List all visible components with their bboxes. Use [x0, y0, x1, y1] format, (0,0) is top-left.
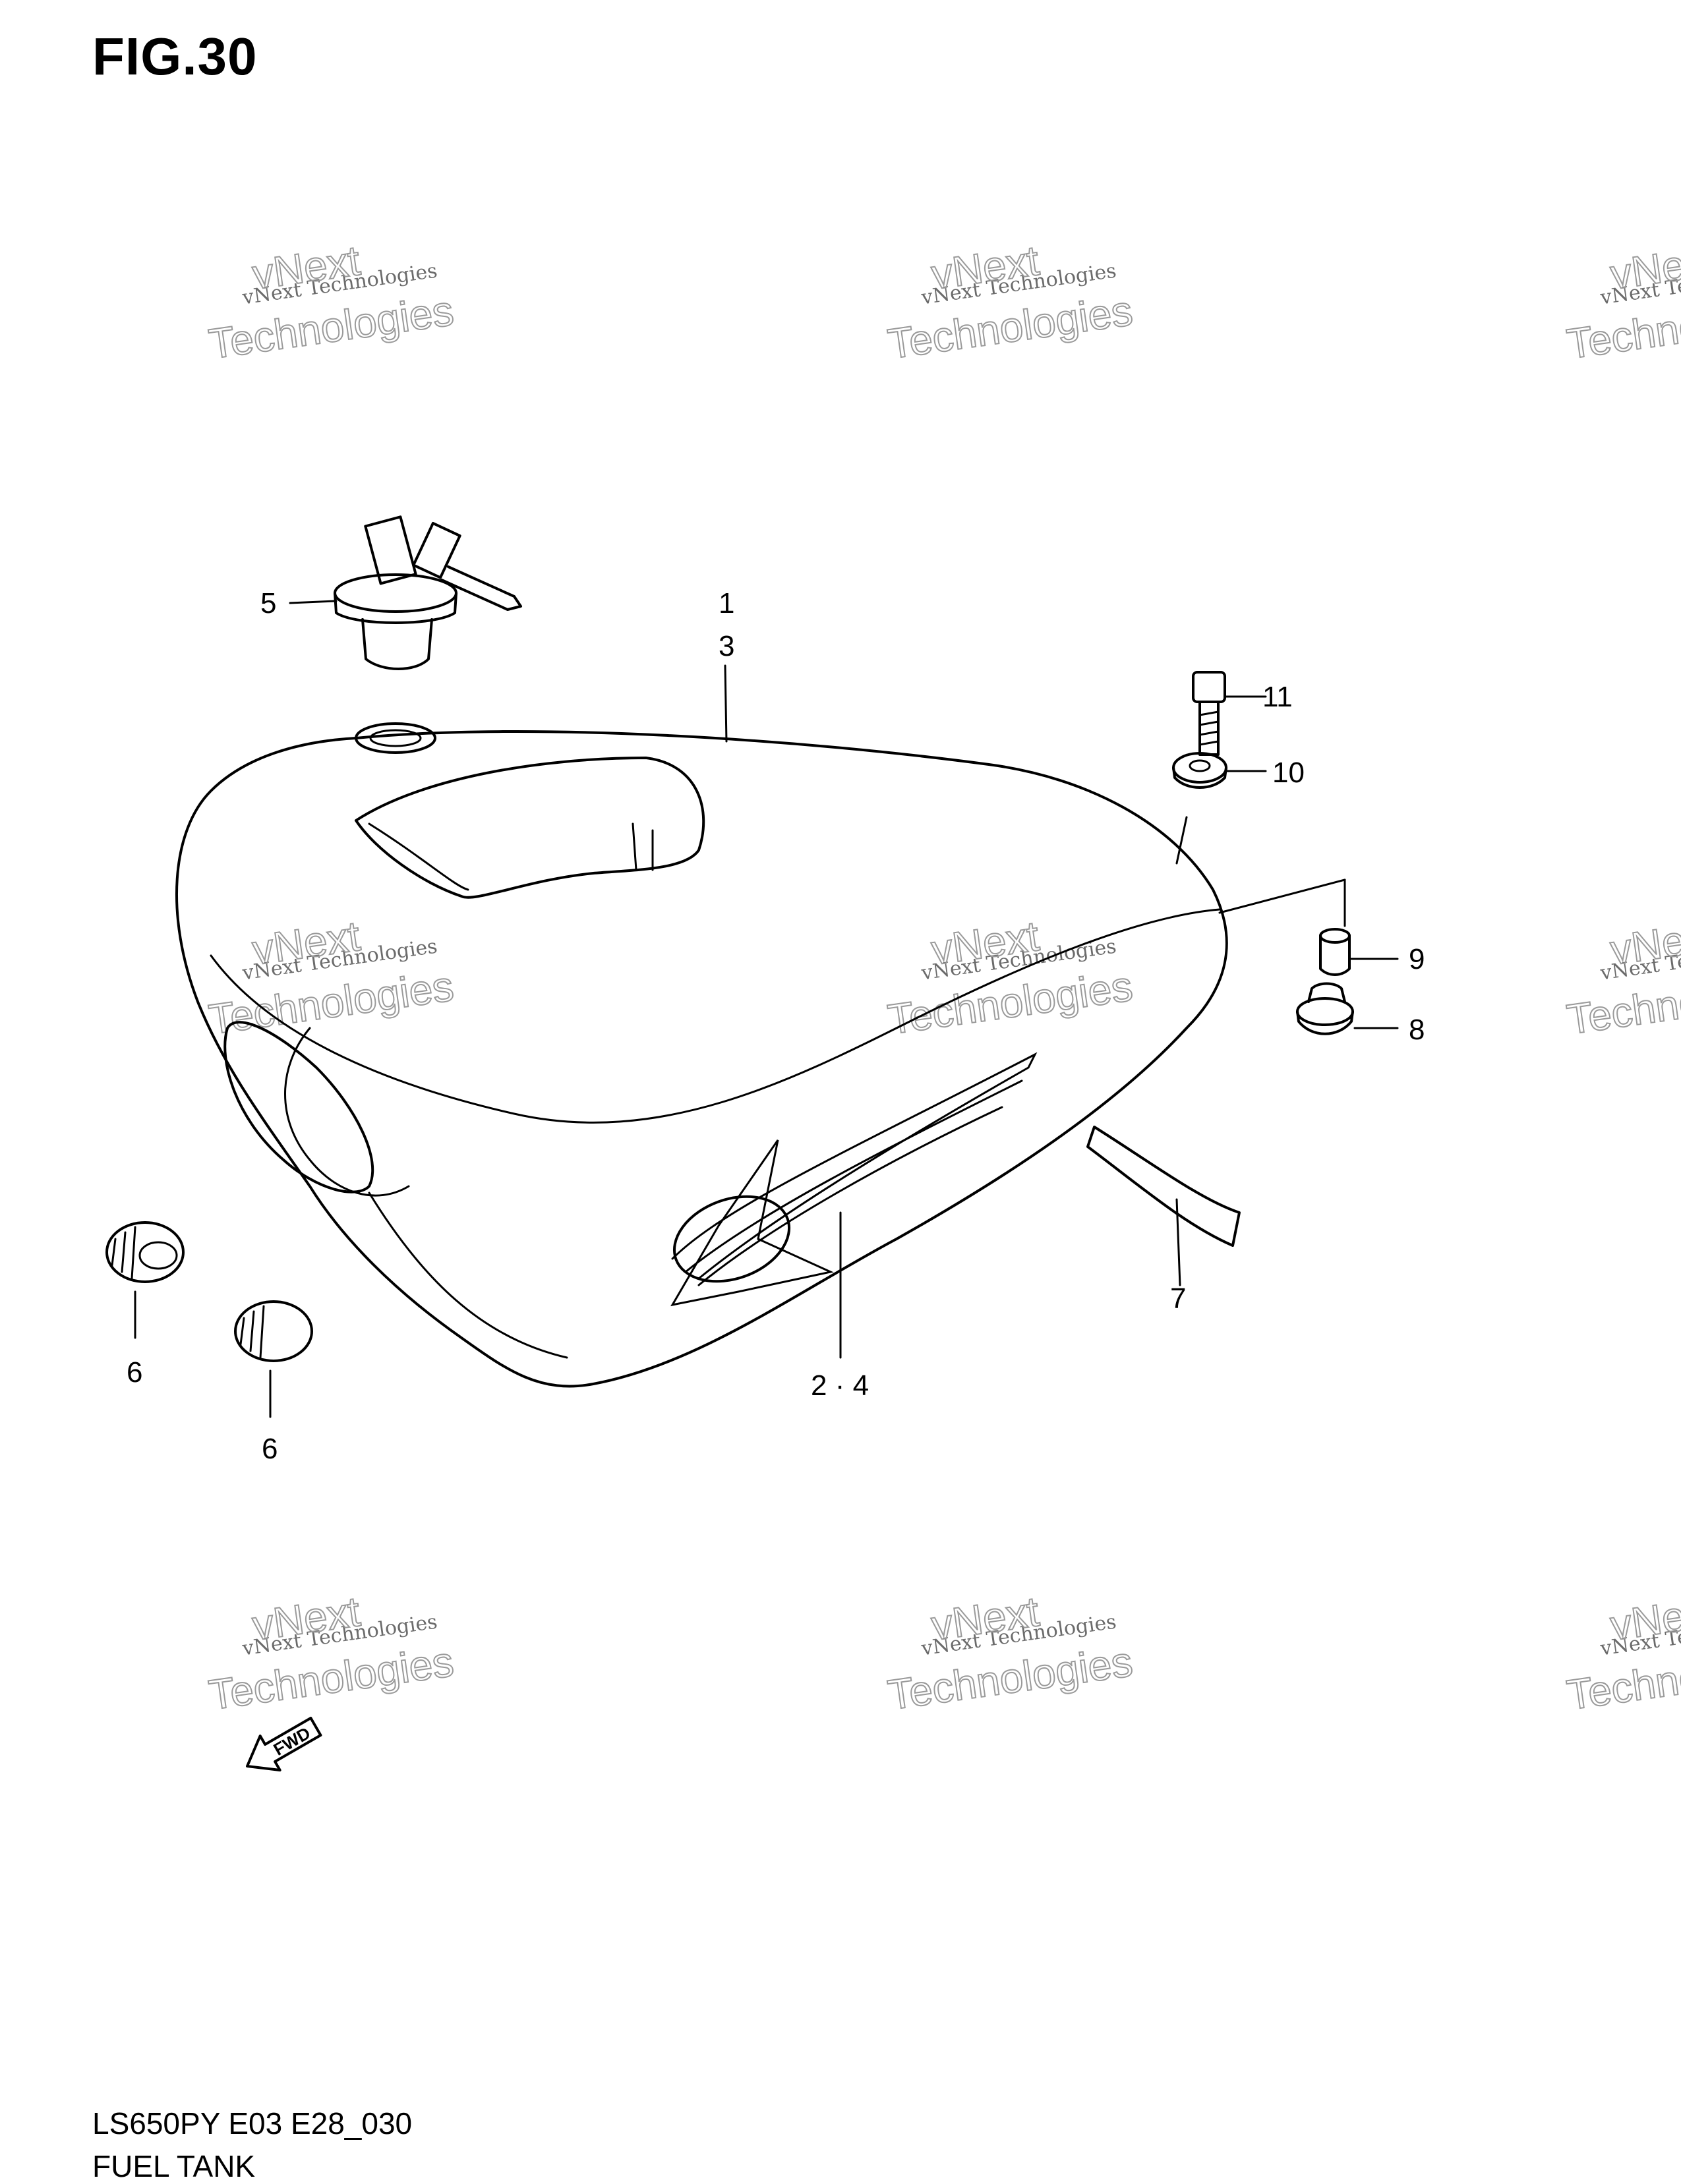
callout-10: 10 [1272, 757, 1305, 789]
grommet-part[interactable] [1296, 982, 1354, 1035]
callout-8: 8 [1409, 1014, 1425, 1046]
watermark-text: vNext [1607, 237, 1681, 299]
fwd-arrow-icon: FWD [246, 1717, 322, 1771]
callout-2-4: 2 · 4 [811, 1369, 869, 1402]
model-code: LS650PY E03 E28_030 [92, 2106, 413, 2141]
callout-5: 5 [260, 587, 276, 619]
leader-lines [134, 600, 1399, 1418]
callout-6b: 6 [262, 1433, 278, 1465]
callout-6a: 6 [127, 1356, 142, 1389]
watermark-text: vNext [1607, 1588, 1681, 1650]
cap-part-b[interactable] [234, 1300, 313, 1362]
cap-part-a[interactable] [105, 1221, 185, 1283]
callout-7: 7 [1170, 1282, 1186, 1315]
collar-part[interactable] [1319, 928, 1351, 976]
callout-11: 11 [1262, 681, 1293, 713]
callout-1: 1 [719, 587, 734, 619]
figure-title: FIG.30 [92, 27, 258, 86]
watermark-group: vNext Technologies vNext Technologies vN… [205, 236, 1681, 1719]
fuel-cap-part[interactable] [334, 515, 522, 670]
section-name: FUEL TANK [92, 2149, 256, 2183]
watermark-text: vNext [1607, 912, 1681, 974]
bolt-part[interactable] [1192, 671, 1226, 756]
strip-part[interactable] [1086, 1126, 1241, 1247]
callout-3: 3 [719, 630, 734, 662]
cushion-part[interactable] [1172, 752, 1227, 789]
fuel-tank-part[interactable] [175, 722, 1228, 1388]
callout-9: 9 [1409, 943, 1425, 975]
